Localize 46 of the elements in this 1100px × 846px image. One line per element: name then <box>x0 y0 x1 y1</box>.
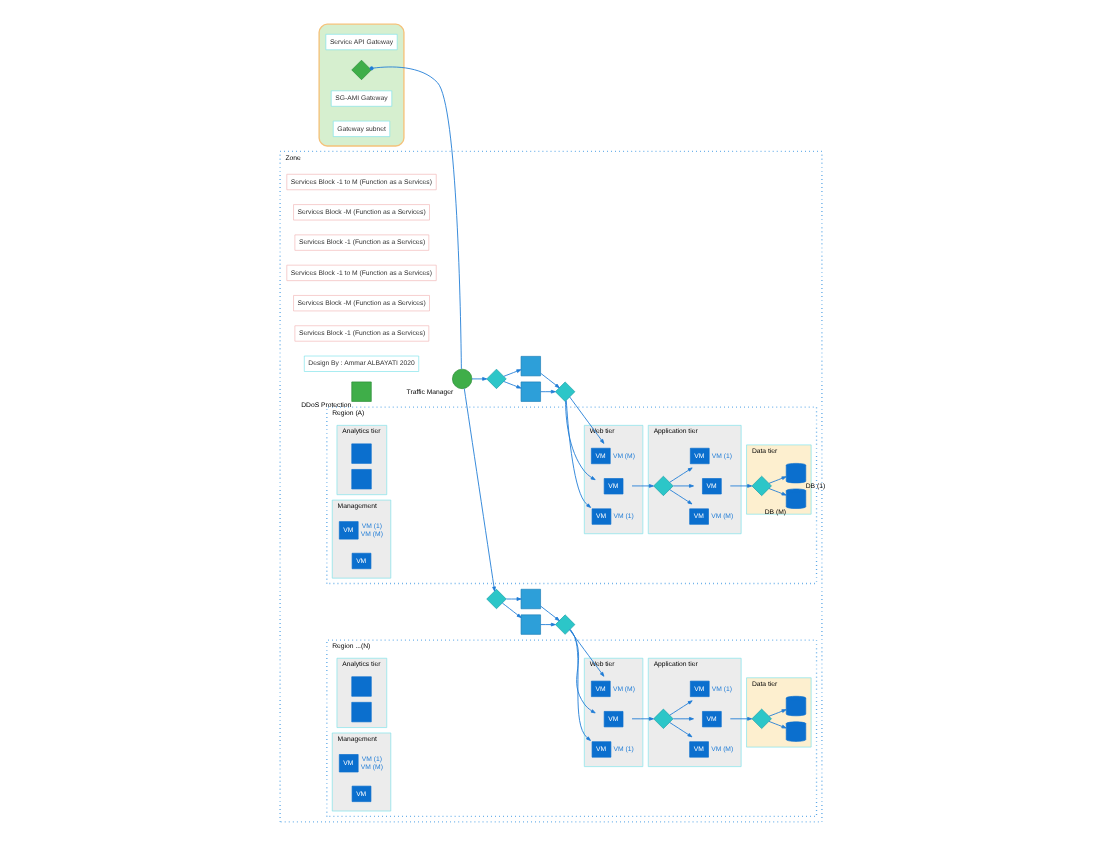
arrow <box>668 467 692 483</box>
node-box <box>350 381 371 402</box>
node-diamond <box>485 368 506 389</box>
arrow <box>500 602 521 618</box>
node-box <box>519 381 540 402</box>
arrow <box>767 709 786 717</box>
arrow <box>728 484 752 488</box>
node-circle <box>451 368 472 389</box>
arrow <box>470 377 487 381</box>
cluster <box>317 23 404 147</box>
node-box <box>519 588 540 610</box>
arrow <box>767 720 786 729</box>
arrow <box>767 488 786 496</box>
arrow <box>668 700 692 716</box>
arrow <box>504 597 521 601</box>
arrow <box>668 722 692 738</box>
arrow <box>502 369 521 377</box>
arrow <box>671 716 693 721</box>
node-box <box>350 469 371 490</box>
arrow <box>539 389 555 394</box>
node-diamond <box>750 475 771 497</box>
node-box <box>350 443 371 464</box>
node-diamond <box>652 475 673 497</box>
node-box <box>519 614 540 635</box>
node-diamond <box>652 708 673 729</box>
arrow <box>568 629 590 741</box>
node-diamond <box>750 708 771 729</box>
node-box <box>519 356 540 377</box>
arrow <box>668 489 692 505</box>
arrow <box>728 716 752 721</box>
arrow <box>564 400 595 481</box>
arrow <box>539 372 559 389</box>
arrow <box>564 400 591 508</box>
arrow <box>539 622 555 627</box>
node-box <box>350 702 371 723</box>
node-box <box>350 676 371 697</box>
arrow <box>568 629 604 677</box>
arrow <box>767 476 786 484</box>
arrow <box>502 381 521 389</box>
arrow <box>671 484 693 488</box>
arrow <box>462 388 495 592</box>
arrow <box>539 605 559 622</box>
arrow <box>630 716 653 721</box>
arrow <box>630 484 653 488</box>
connector <box>368 66 461 370</box>
arrow <box>568 396 604 444</box>
